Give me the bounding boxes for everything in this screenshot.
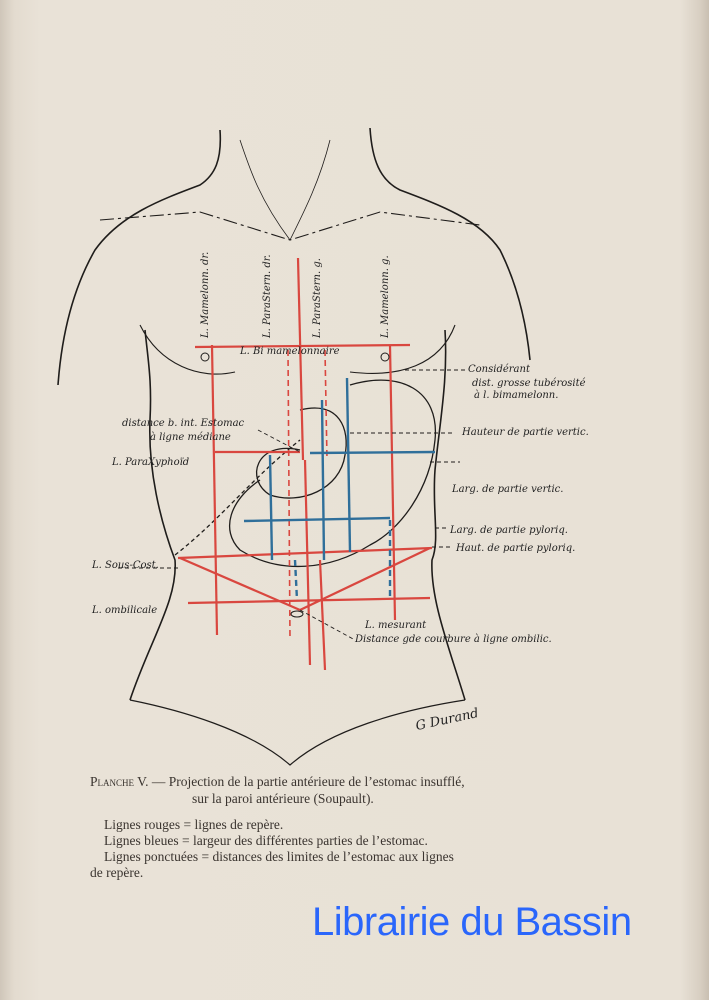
label-mesurant-1: L. mesurant [364,620,427,631]
caption-line-2: sur la paroi antérieure (Soupault). [192,791,374,806]
red-reference-lines [177,257,433,671]
label-mesurant-2: Distance gde courbure à ligne ombilic. [354,634,552,645]
label-distance-1: distance b. int. Estomac [122,418,245,429]
plate-number: Planche V. [90,774,149,789]
label-paraxyphoid: L. ParaXyphoïd [111,457,189,468]
label-mamelonn-dr: L. Mamelonn. dr. [200,252,211,339]
legend-blue: Lignes bleues = largeur des différentes … [104,833,428,848]
label-considerant-2: dist. grosse tubérosité [472,378,586,389]
stomach-outline [174,379,437,568]
label-parastern-g: L. ParaStern. g. [312,258,323,339]
label-hauteur-vertic: Hauteur de partie vertic. [461,427,589,438]
label-bimamelonnaire: L. Bi mamelonnaire [239,346,340,357]
label-distance-2: à ligne médiane [150,432,231,443]
legend-dotted: Lignes ponctuées = distances des limites… [104,849,454,864]
label-larg-vertic: Larg. de partie vertic. [451,484,563,495]
label-mamelonn-g: L. Mamelonn. g. [380,255,391,339]
label-ombilicale: L. ombilicale [91,605,157,616]
plate-caption: Planche V. — Projection de la partie ant… [90,773,650,807]
watermark: Librairie du Bassin [312,900,632,944]
torso-outline [57,127,531,766]
legend-red: Lignes rouges = lignes de repère. [104,817,284,832]
left-nipple-marker [380,352,390,362]
right-nipple-marker [200,352,210,362]
blue-width-lines [243,377,436,601]
label-considerant-1: Considérant [468,364,531,375]
signature: G Durand [414,706,480,734]
legend-dotted-cont: de repère. [90,865,144,880]
leader-lines [118,369,465,641]
label-sous-cost: L. Sous-Cost. [91,560,159,571]
label-considerant-3: à l. bimamelonn. [474,390,558,401]
caption-line-1: — Projection de la partie antérieure de … [148,774,465,789]
color-legend: Lignes rouges = lignes de repère. Lignes… [90,817,690,881]
label-parastern-dr: L. ParaStern. dr. [262,254,273,339]
navel-marker [290,610,304,618]
label-larg-pyloriq: Larg. de partie pyloriq. [449,525,568,536]
label-haut-pyloriq: Haut. de partie pyloriq. [455,543,575,554]
